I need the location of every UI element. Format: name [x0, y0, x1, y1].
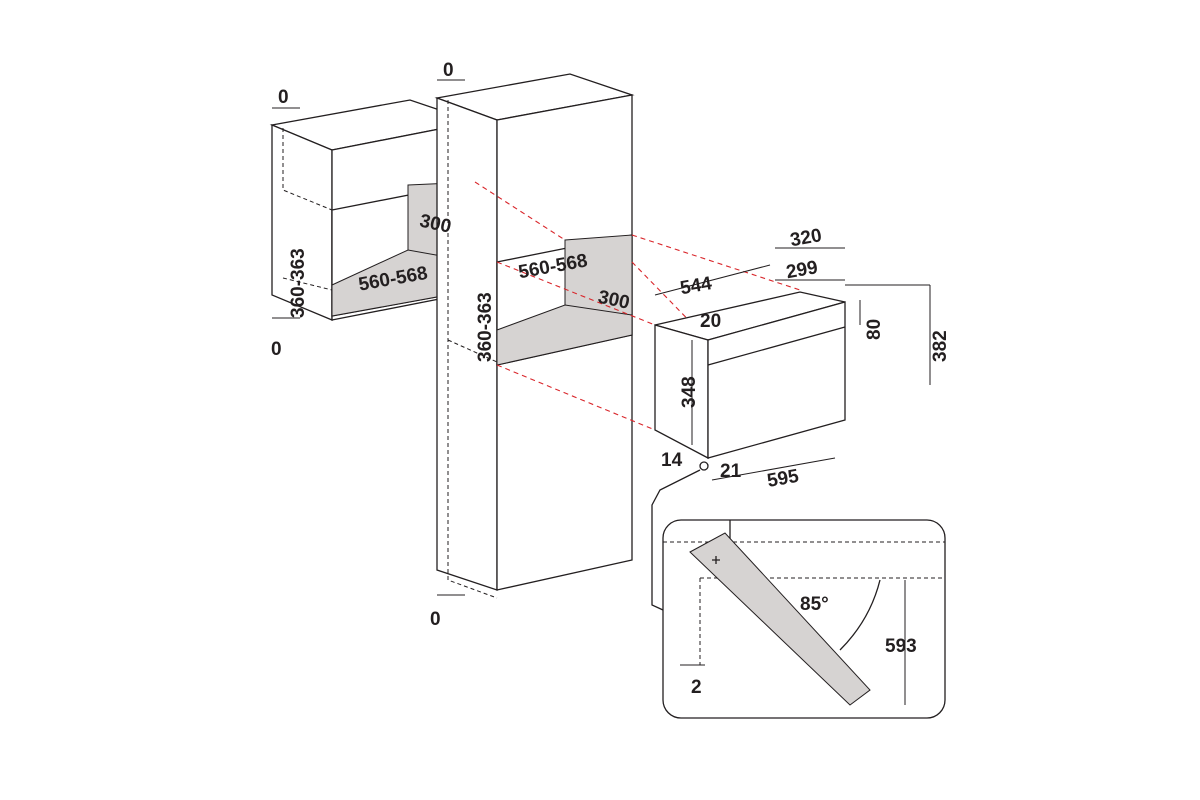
dim-wall-height: 360-363	[288, 248, 309, 318]
dim-oven-top-offset: 20	[700, 311, 721, 332]
dim-oven-width-body: 544	[679, 273, 714, 299]
dim-oven-depth-body: 299	[785, 257, 820, 283]
oven	[651, 247, 931, 611]
dim-door-height: 593	[885, 636, 917, 657]
dim-oven-body-height: 348	[679, 376, 700, 408]
dim-door-angle: 85°	[800, 594, 829, 615]
dim-wall-top-gap: 0	[278, 87, 289, 108]
dim-oven-front-width: 595	[766, 466, 801, 492]
door-detail-inset	[662, 519, 946, 719]
dim-tall-bottom-gap: 0	[430, 609, 441, 630]
dim-oven-front-top: 80	[864, 319, 885, 340]
dim-tall-height: 360-363	[475, 292, 496, 362]
dim-oven-front-offset: 21	[720, 461, 742, 482]
dim-tall-top-gap: 0	[443, 60, 454, 81]
dim-oven-side-offset: 14	[661, 450, 683, 471]
dim-wall-bottom-gap: 0	[271, 339, 282, 360]
dim-door-gap: 2	[691, 677, 702, 698]
tall-cabinet	[434, 73, 635, 599]
dim-oven-total-height: 382	[930, 330, 951, 362]
dim-oven-depth-total: 320	[789, 225, 824, 251]
